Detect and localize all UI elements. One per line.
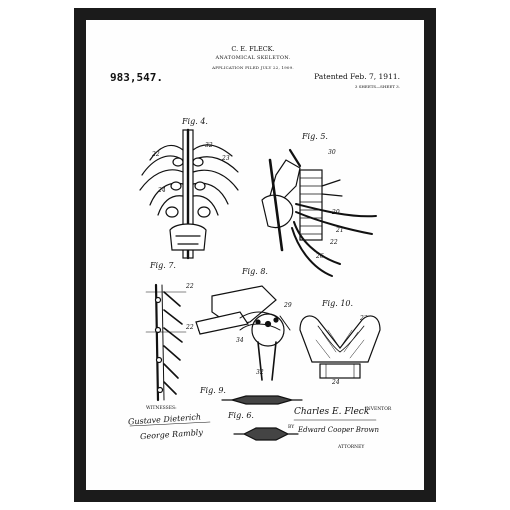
patent-number: 983,547. bbox=[110, 71, 163, 84]
figure-9-label: Fig. 9. bbox=[200, 386, 226, 395]
figure-7-drawing bbox=[145, 283, 187, 402]
figure-10-drawing bbox=[299, 315, 381, 379]
patent-sheet bbox=[86, 20, 424, 490]
figure-6-drawing bbox=[233, 427, 299, 441]
ref-numeral: 26 bbox=[316, 253, 324, 260]
sheet-count: 3 SHEETS—SHEET 3. bbox=[354, 84, 400, 89]
ref-numeral: 22 bbox=[186, 324, 194, 331]
inventor-label: INVENTOR bbox=[365, 407, 392, 412]
figure-10-label: Fig. 10. bbox=[322, 299, 354, 308]
figure-8-label: Fig. 8. bbox=[242, 267, 268, 276]
application-date: APPLICATION FILED JULY 22, 1909. bbox=[212, 65, 294, 70]
patent-title: ANATOMICAL SKELETON. bbox=[215, 55, 291, 61]
figure-7-label: Fig. 7. bbox=[150, 261, 176, 270]
ref-numeral: 30 bbox=[328, 149, 336, 156]
ref-numeral: 24 bbox=[332, 379, 340, 386]
figure-8-drawing bbox=[195, 285, 291, 381]
attorney-label: ATTORNEY bbox=[338, 445, 365, 450]
ref-numeral: 32 bbox=[256, 369, 264, 376]
ref-numeral: 22 bbox=[152, 151, 160, 158]
ref-numeral: 22 bbox=[186, 283, 194, 290]
figure-5-label: Fig. 5. bbox=[302, 132, 328, 141]
figure-6-label: Fig. 6. bbox=[228, 411, 254, 420]
figure-5-drawing bbox=[261, 148, 377, 277]
ref-numeral: 34 bbox=[236, 337, 244, 344]
ref-numeral: 29 bbox=[284, 302, 292, 309]
ref-numeral: 21 bbox=[336, 227, 344, 234]
attorney-signature: Edward Cooper Brown bbox=[298, 426, 379, 434]
witnesses-label: WITNESSES: bbox=[146, 406, 177, 411]
ref-numeral: 23 bbox=[222, 155, 230, 162]
by-label: BY bbox=[288, 425, 295, 430]
figure-9-drawing bbox=[221, 395, 303, 405]
patented-date: Patented Feb. 7, 1911. bbox=[314, 72, 400, 81]
inventor-name: C. E. FLECK. bbox=[231, 45, 275, 53]
figure-4-drawing bbox=[139, 128, 239, 260]
inventor-signature: Charles E. Fleck bbox=[294, 407, 370, 417]
ref-numeral: 24 bbox=[158, 187, 166, 194]
figure-4-label: Fig. 4. bbox=[182, 117, 208, 126]
ref-numeral: 22 bbox=[330, 239, 338, 246]
